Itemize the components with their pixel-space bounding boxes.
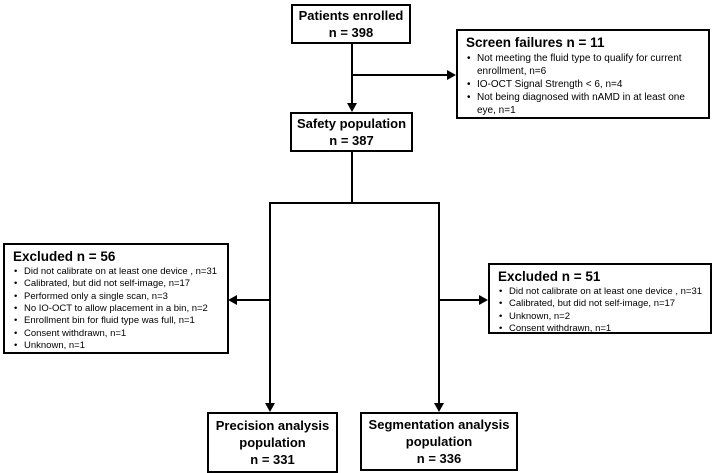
reason-item: Calibrated, but did not self-image, n=17 xyxy=(11,278,221,291)
reason-item: IO-OCT Signal Strength < 6, n=4 xyxy=(464,78,702,91)
node-count: n = 336 xyxy=(416,451,462,467)
node-excluded-precision: Excluded n = 56 Did not calibrate on at … xyxy=(3,243,229,354)
connector-to-excluded-right xyxy=(440,299,480,301)
node-label: Segmentation analysis xyxy=(368,416,510,432)
node-label: population xyxy=(239,434,306,450)
reason-item: Consent withdrawn, n=1 xyxy=(11,328,221,341)
node-label: Safety population xyxy=(296,115,407,131)
node-label: population xyxy=(405,433,473,449)
node-patients-enrolled: Patients enrolled n = 398 xyxy=(291,4,411,44)
connector-to-excluded-left xyxy=(237,299,271,301)
reason-item: Consent withdrawn, n=1 xyxy=(496,323,704,336)
node-excluded-segmentation: Excluded n = 51 Did not calibrate on at … xyxy=(488,263,712,336)
node-count: n = 387 xyxy=(329,133,374,148)
reason-list: Not meeting the fluid type to qualify fo… xyxy=(464,52,702,117)
connector-split-horizontal xyxy=(269,202,440,204)
node-segmentation-analysis: Segmentation analysis population n = 336 xyxy=(360,412,518,471)
arrowhead-into-safety xyxy=(347,103,357,112)
node-precision-analysis: Precision analysis population n = 331 xyxy=(207,412,338,473)
arrowhead-into-excluded-left xyxy=(228,295,237,305)
reason-item: Did not calibrate on at least one device… xyxy=(496,286,704,299)
arrowhead-into-excluded-right xyxy=(479,295,488,305)
reason-list: Did not calibrate on at least one device… xyxy=(496,286,704,336)
arrowhead-into-segmentation xyxy=(434,403,444,412)
node-title: Screen failures n = 11 xyxy=(466,35,605,50)
connector-to-screen-failures xyxy=(351,74,448,76)
node-label: Precision analysis xyxy=(215,417,330,433)
reason-list: Did not calibrate on at least one device… xyxy=(11,266,221,353)
arrowhead-into-precision xyxy=(265,403,275,412)
reason-item: Calibrated, but did not self-image, n=17 xyxy=(496,298,704,311)
connector-right-branch xyxy=(438,202,440,404)
node-safety-population: Safety population n = 387 xyxy=(290,112,413,152)
node-label: Patients enrolled xyxy=(298,7,404,23)
node-count: n = 331 xyxy=(250,452,295,468)
node-title: Excluded n = 51 xyxy=(498,269,601,284)
connector-safety-to-split xyxy=(351,152,353,204)
node-title: Excluded n = 56 xyxy=(13,249,116,264)
node-count: n = 398 xyxy=(328,25,374,40)
reason-item: Not being diagnosed with nAMD in at leas… xyxy=(464,91,702,117)
reason-item: No IO-OCT to allow placement in a bin, n… xyxy=(11,303,221,316)
reason-item: Did not calibrate on at least one device… xyxy=(11,266,221,279)
reason-item: Enrollment bin for fluid type was full, … xyxy=(11,315,221,328)
connector-left-branch xyxy=(269,202,271,404)
reason-item: Performed only a single scan, n=3 xyxy=(11,291,221,304)
reason-item: Unknown, n=2 xyxy=(496,311,704,324)
node-screen-failures: Screen failures n = 11 Not meeting the f… xyxy=(456,29,710,119)
arrowhead-into-screen-failures xyxy=(447,70,456,80)
reason-item: Unknown, n=1 xyxy=(11,340,221,353)
reason-item: Not meeting the fluid type to qualify fo… xyxy=(464,52,702,78)
